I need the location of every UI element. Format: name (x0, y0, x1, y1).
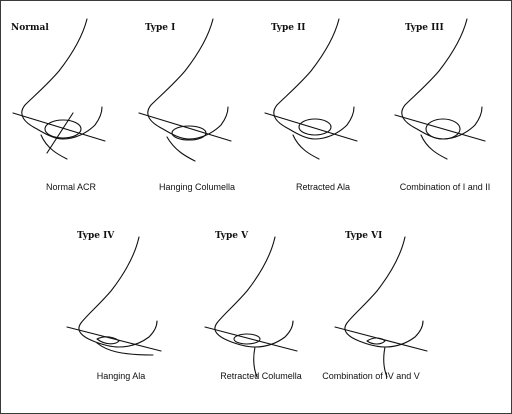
panel-title: Type II (271, 23, 306, 33)
panel-type-vi: Type VI Combination of IV and V (322, 211, 455, 411)
panel-type-ii: Type II Retracted Ala (259, 5, 387, 205)
panel-type-v: Type V Retracted Columella (197, 211, 325, 411)
panel-caption: Normal ACR (45, 182, 97, 192)
panel-title: Normal (11, 23, 49, 33)
panel-caption: Retracted Columella (220, 371, 302, 381)
nose-profile-drawing (138, 18, 232, 162)
panel-caption: Combination of IV and V (322, 371, 420, 381)
nose-profile-drawing (394, 18, 486, 160)
panel-normal: Normal Normal ACR (7, 5, 135, 205)
panel-caption: Retracted Ala (295, 182, 351, 192)
panel-type-iv: Type IV Hanging Ala (61, 211, 189, 411)
panel-type-i: Type I Hanging Columella (133, 5, 261, 205)
panel-title: Type VI (345, 231, 383, 241)
nose-profile-drawing (334, 236, 428, 378)
nose-profile-drawing (264, 18, 358, 160)
panel-caption: Hanging Columella (158, 182, 236, 192)
panel-title: Type III (405, 23, 444, 33)
panel-title: Type V (215, 231, 249, 241)
nose-profile-drawing (12, 18, 106, 160)
panel-caption: Hanging Ala (96, 371, 146, 381)
panel-title: Type IV (77, 231, 115, 241)
panel-title: Type I (145, 23, 176, 33)
nose-profile-drawing (204, 236, 298, 378)
nose-profile-drawing (66, 236, 162, 356)
panel-caption: Combination of I and II (399, 182, 491, 192)
panel-type-iii: Type III Combination of I and II (387, 5, 512, 205)
